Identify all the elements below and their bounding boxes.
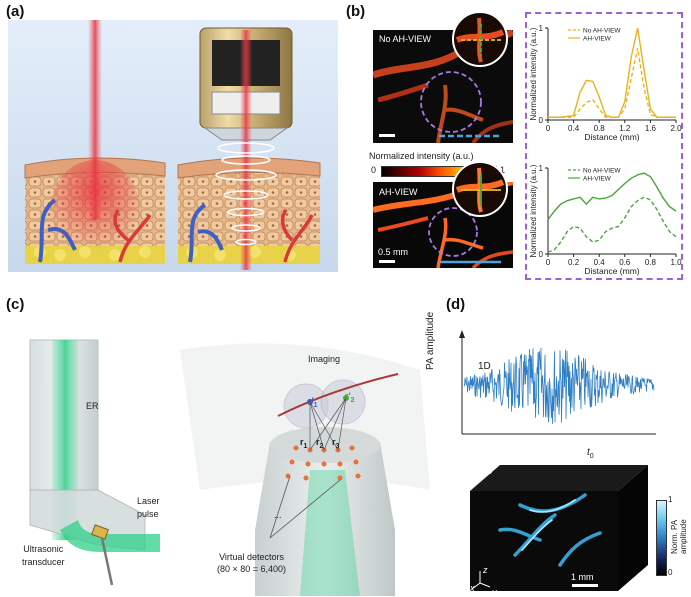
ellipsis-label: ... [274,510,282,520]
panel-a-label: (a) [6,3,25,20]
norm-colorbar [656,500,667,576]
panel-c-label: (c) [6,296,25,313]
series-line [548,48,676,118]
legend-label: AH-VIEW [583,36,612,43]
x-tick-label: 0.4 [568,124,580,133]
r3-label: r3 [332,437,340,450]
x-tick-label: 0.8 [594,124,606,133]
imaging-label: Imaging [308,354,341,364]
norm-colorbar-max: 1 [668,495,673,504]
colorbar-max: 1 [500,165,506,175]
x-tick-label: 1.6 [645,124,657,133]
y-tick-label: 0 [539,250,544,259]
panel-d-label: (d) [446,296,466,313]
ahview-label: AH-VIEW [379,187,418,197]
series-line [547,196,677,253]
laser-pulse-label: Laser pulse [137,496,160,519]
zoom-inset-no [452,11,508,67]
series-line [547,172,677,221]
panel-b-label: (b) [346,3,366,20]
y-tick-label: 1 [539,24,544,33]
label-1d: 1D [478,361,491,372]
r2-label: r2 [316,437,324,450]
transducer-label: Ultrasonic transducer [22,544,65,567]
legend-label: No AH-VIEW [583,28,621,35]
y-axis-label: Normalized intensity (a.u.) [529,27,538,120]
colorbar-min: 0 [371,165,377,175]
pa-signal-1d [459,330,656,435]
axis-z-label: z [483,565,488,575]
norm-colorbar-min: 0 [668,568,673,577]
x-tick-label: 2.0 [670,124,682,133]
virtual-detectors-label: Virtual detectors (80 × 80 = 6,400) [217,552,287,574]
y-tick-label: 1 [539,164,544,173]
scale-1mm-label: 1 mm [571,572,594,582]
y-axis-label: Normalized intensity (a.u.) [529,164,538,257]
pa-amplitude-axis-label: PA amplitude [425,311,436,370]
axis-y-label: y [492,587,497,597]
scale-bar-label: 0.5 mm [378,247,409,257]
er-label: ER [86,401,99,411]
r1-label: r1 [300,437,308,450]
x-tick-label: 0 [546,258,551,267]
r2-prime-label: r′2 [345,391,355,404]
x-tick-label: 0.2 [568,258,580,267]
x-axis-label: Distance (mm) [584,132,639,142]
axis-x-label: x [470,583,475,593]
x-tick-label: 0 [546,124,551,133]
x-tick-label: 0.4 [594,258,606,267]
series-line [548,27,676,118]
x-tick-label: 0.8 [645,258,657,267]
r1-prime-label: r′1 [308,396,318,409]
y-tick-label: 0 [539,116,544,125]
zoom-inset-ah [452,161,508,217]
legend-label: No AH-VIEW [583,168,621,175]
x-tick-label: 1.0 [670,258,682,267]
panel-a-illustration [8,20,338,272]
t0-label: t0 [587,447,594,460]
colorbar-title: Normalized intensity (a.u.) [369,151,474,161]
plots-dashed-frame [525,12,683,280]
legend-label: AH-VIEW [583,176,612,183]
focus-rings [215,142,277,246]
label-4d: 4D [480,466,493,477]
x-tick-label: 0.6 [619,258,631,267]
x-tick-label: 1.2 [619,124,631,133]
no-ahview-label: No AH-VIEW [379,34,432,44]
norm-colorbar-title: Norm. PA amplitude [670,519,688,554]
panel-c-illustration [29,339,430,596]
pa-volume-4d [470,465,648,591]
x-axis-label: Distance (mm) [584,266,639,276]
